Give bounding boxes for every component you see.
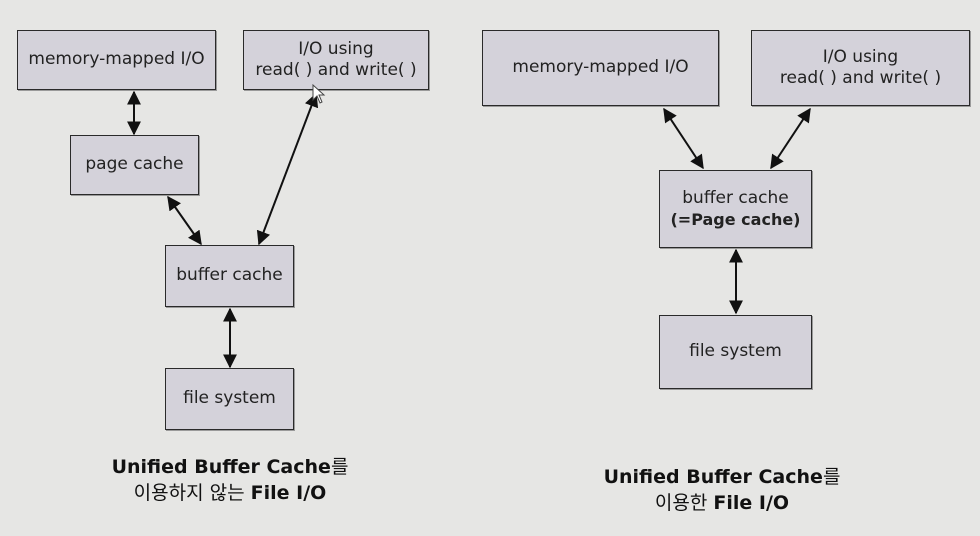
right-caption: Unified Buffer Cache를 이용한 File I/O bbox=[552, 465, 892, 516]
right-rw-box: I/O using read( ) and write( ) bbox=[751, 30, 970, 106]
left-page-cache-label: page cache bbox=[85, 154, 184, 175]
right-file-system-label: file system bbox=[689, 341, 782, 362]
left-mmio-label: memory-mapped I/O bbox=[28, 49, 205, 70]
arrow-rw-buffercache bbox=[256, 92, 319, 246]
left-buffer-cache-label: buffer cache bbox=[176, 265, 283, 286]
right-file-system-box: file system bbox=[659, 315, 812, 389]
right-caption-line2: 이용한 File I/O bbox=[654, 491, 790, 514]
left-rw-label-line1: I/O using bbox=[298, 38, 374, 59]
arrow-right-rw-buffercache bbox=[770, 107, 811, 170]
right-buffer-cache-box: buffer cache (=Page cache) bbox=[659, 170, 812, 248]
left-caption: Unified Buffer Cache를 이용하지 않는 File I/O bbox=[60, 455, 400, 506]
left-rw-box: I/O using read( ) and write( ) bbox=[243, 30, 429, 90]
left-caption-line1: Unified Buffer Cache를 bbox=[111, 456, 349, 478]
right-buffer-cache-label-line2: (=Page cache) bbox=[670, 209, 801, 229]
arrow-pagecache-buffercache bbox=[167, 195, 202, 246]
right-mmio-box: memory-mapped I/O bbox=[482, 30, 719, 106]
left-page-cache-box: page cache bbox=[70, 135, 199, 195]
left-rw-label-line2: read( ) and write( ) bbox=[255, 60, 417, 80]
right-rw-label-line2: read( ) and write( ) bbox=[779, 68, 942, 88]
arrow-right-mmio-buffercache bbox=[663, 107, 704, 170]
left-mmio-box: memory-mapped I/O bbox=[17, 30, 216, 90]
left-file-system-box: file system bbox=[165, 368, 294, 430]
left-file-system-label: file system bbox=[183, 388, 276, 409]
left-buffer-cache-box: buffer cache bbox=[165, 245, 294, 307]
mouse-cursor-icon bbox=[312, 84, 326, 104]
right-caption-line1: Unified Buffer Cache를 bbox=[603, 466, 841, 488]
right-rw-label-line1: I/O using bbox=[822, 46, 899, 67]
right-mmio-label: memory-mapped I/O bbox=[512, 57, 689, 78]
left-caption-line2: 이용하지 않는 File I/O bbox=[133, 481, 327, 504]
right-buffer-cache-label-line1: buffer cache bbox=[682, 188, 789, 209]
